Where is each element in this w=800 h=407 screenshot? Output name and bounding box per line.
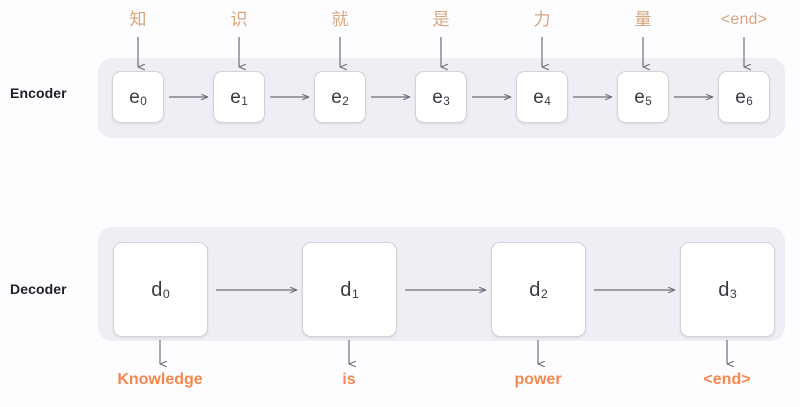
encoder-input-token-6: <end> [720,11,768,28]
decoder-cell-d1-text: d1 [340,278,359,301]
encoder-input-token-2: 就 [331,10,349,29]
encoder-row-label: Encoder [10,85,67,101]
encoder-cell-e0-text: e0 [129,86,147,108]
encoder-input-token-4: 力 [533,10,551,29]
decoder-cell-d0-text: d0 [151,278,170,301]
encoder-cell-e6[interactable]: e6 [718,71,770,123]
decoder-band [98,227,785,341]
decoder-cell-d3[interactable]: d3 [680,242,775,337]
encoder-cell-e1[interactable]: e1 [213,71,265,123]
decoder-cell-d2-subscript: 2 [540,286,548,301]
encoder-cell-e0-subscript: 0 [140,94,147,108]
encoder-cell-e4-text: e4 [533,86,551,108]
decoder-output-token-2: power [514,371,562,388]
encoder-input-token-0: 知 [129,10,147,29]
encoder-cell-e5[interactable]: e5 [617,71,669,123]
encoder-cell-e3-text: e3 [432,86,450,108]
decoder-output-token-3: <end> [703,371,751,388]
encoder-cell-e5-subscript: 5 [645,94,652,108]
decoder-cell-d3-subscript: 3 [729,286,737,301]
decoder-cell-d1[interactable]: d1 [302,242,397,337]
decoder-cell-d0[interactable]: d0 [113,242,208,337]
encoder-cell-e3[interactable]: e3 [415,71,467,123]
decoder-cell-d2-text: d2 [529,278,548,301]
encoder-cell-e2-subscript: 2 [342,94,349,108]
decoder-output-token-1: is [342,371,356,388]
encoder-input-token-3: 是 [432,10,450,29]
decoder-cell-d1-subscript: 1 [351,286,359,301]
encoder-cell-e1-subscript: 1 [241,94,248,108]
decoder-output-token-0: Knowledge [117,371,203,388]
encoder-cell-e0[interactable]: e0 [112,71,164,123]
decoder-cell-d0-subscript: 0 [162,286,170,301]
encoder-input-token-1: 识 [230,10,248,29]
encoder-cell-e6-text: e6 [735,86,753,108]
decoder-cell-d2[interactable]: d2 [491,242,586,337]
encoder-input-token-5: 量 [634,10,652,29]
encoder-cell-e3-subscript: 3 [443,94,450,108]
encoder-cell-e2-text: e2 [331,86,349,108]
encoder-cell-e4-subscript: 4 [544,94,551,108]
encoder-cell-e5-text: e5 [634,86,652,108]
encoder-cell-e2[interactable]: e2 [314,71,366,123]
encoder-cell-e1-text: e1 [230,86,248,108]
decoder-row-label: Decoder [10,281,67,297]
encoder-cell-e4[interactable]: e4 [516,71,568,123]
encoder-cell-e6-subscript: 6 [746,94,753,108]
decoder-cell-d3-text: d3 [718,278,737,301]
